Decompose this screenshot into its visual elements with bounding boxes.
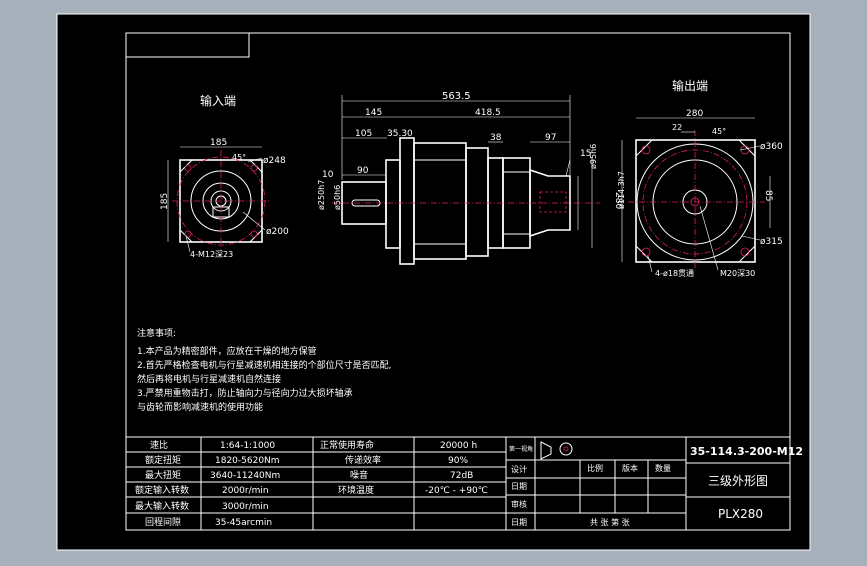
projection-label: 第一视角 bbox=[509, 445, 533, 453]
dim-185-width: 185 bbox=[210, 138, 227, 148]
output-end-view: 输出端 280 22 45° ø360 280 85 ø315 4-ø18贯通 … bbox=[613, 78, 783, 278]
dim-105: 105 bbox=[355, 129, 372, 139]
spec-cell: 传递效率 bbox=[345, 454, 381, 466]
model-number: PLX280 bbox=[718, 507, 763, 521]
dim-shaft-out: ø95h6 bbox=[589, 144, 598, 169]
spec-cell: 20000 h bbox=[440, 441, 477, 451]
spec-cell: 正常使用寿命 bbox=[320, 439, 374, 451]
projection-circle-icon bbox=[559, 442, 573, 456]
projection-symbol-icon bbox=[540, 441, 552, 460]
notes-heading: 注意事项: bbox=[137, 327, 176, 339]
spec-cell: 3000r/min bbox=[222, 502, 269, 512]
tb-row-label: 设计 bbox=[511, 464, 527, 474]
side-view: 563.5 145 418.5 105 35.30 38 97 10 90 15… bbox=[317, 91, 626, 265]
dim-d315: ø315 bbox=[760, 237, 783, 247]
dim-angle-45-output: 45° bbox=[712, 127, 726, 136]
note-line: 然后再将电机与行星减速机自然连接 bbox=[137, 373, 281, 385]
input-end-view: 输入端 185 185 ø248 45° ø200 4-M12深23 bbox=[160, 93, 289, 259]
tb-row-label: 审核 bbox=[511, 499, 527, 509]
note-line: 2.首先严格检查电机与行星减速机相连接的个部位尺寸是否匹配, bbox=[137, 359, 391, 371]
dim-flange-in: ø250h7 bbox=[317, 180, 326, 210]
dim-input-holes: 4-M12深23 bbox=[190, 250, 233, 259]
dim-15: 15 bbox=[580, 149, 591, 159]
dim-90: 90 bbox=[357, 166, 369, 176]
tb-qty-label: 数量 bbox=[655, 463, 671, 473]
note-line: 1.本产品为精密部件，应放在干燥的地方保管 bbox=[137, 345, 317, 357]
spec-cell: 额定输入转数 bbox=[135, 484, 189, 496]
spec-cell: -20℃ - +90℃ bbox=[425, 486, 488, 496]
dim-280-width: 280 bbox=[686, 109, 703, 119]
dim-38: 38 bbox=[490, 133, 502, 143]
dim-85: 85 bbox=[763, 190, 773, 201]
spec-table: 速比 1:64-1:1000 正常使用寿命 20000 h 额定扭矩 1820-… bbox=[125, 436, 507, 531]
spec-cell: 回程间隙 bbox=[145, 516, 181, 528]
tb-page-label: 版本 bbox=[622, 463, 638, 473]
tb-sheet-label: 共 张 第 张 bbox=[590, 517, 630, 527]
dim-d360: ø360 bbox=[760, 142, 783, 152]
spec-cell: 72dB bbox=[450, 471, 473, 481]
dim-280-height: 280 bbox=[613, 192, 623, 209]
dim-145: 145 bbox=[365, 108, 382, 118]
tb-ratio-label: 比例 bbox=[587, 463, 603, 473]
spec-cell: 2000r/min bbox=[222, 486, 269, 496]
part-name: 三级外形图 bbox=[708, 474, 768, 488]
corner-label-box bbox=[125, 32, 250, 58]
spec-cell: 速比 bbox=[150, 439, 168, 451]
spec-cell: 3640-11240Nm bbox=[210, 471, 280, 481]
spec-cell: 最大扭矩 bbox=[145, 469, 181, 481]
dim-d200: ø200 bbox=[266, 227, 289, 237]
drawing-sheet bbox=[56, 13, 811, 551]
dim-185-height: 185 bbox=[160, 193, 170, 210]
spec-cell: 1:64-1:1000 bbox=[220, 441, 275, 451]
note-line: 3.严禁用重物击打，防止轴向力与径向力过大损坏轴承 bbox=[137, 387, 353, 399]
output-flange bbox=[635, 139, 756, 263]
output-view-title: 输出端 bbox=[672, 78, 708, 93]
spec-cell: 90% bbox=[448, 456, 468, 466]
dim-d248: ø248 bbox=[263, 156, 286, 166]
spec-cell: 额定扭矩 bbox=[145, 454, 181, 466]
spec-cell: 噪音 bbox=[350, 469, 368, 481]
dim-shaft-in: ø50h6 bbox=[333, 185, 342, 210]
dim-35-30: 35.30 bbox=[387, 129, 413, 139]
dim-10: 10 bbox=[322, 170, 334, 180]
output-shaft bbox=[529, 168, 571, 238]
drawing-number: 35-114.3-200-M12 bbox=[690, 445, 803, 458]
dim-output-holes: 4-ø18贯通 bbox=[655, 268, 694, 278]
tb-row-label: 日期 bbox=[511, 518, 527, 527]
notes: 注意事项: 1.本产品为精密部件，应放在干燥的地方保管 2.首先严格检查电机与行… bbox=[137, 327, 391, 413]
dim-97: 97 bbox=[545, 133, 556, 143]
note-line: 与齿轮而影响减速机的使用功能 bbox=[137, 401, 263, 413]
spec-cell: 最大输入转数 bbox=[135, 500, 189, 512]
dim-22: 22 bbox=[672, 123, 682, 132]
spec-cell: 1820-5620Nm bbox=[215, 456, 280, 466]
spec-cell: 35-45arcmin bbox=[215, 518, 272, 528]
title-block: 第一视角 设计 日期 审核 日期 比例 版本 数量 共 张 第 张 35-114… bbox=[505, 436, 803, 531]
dim-flange-out: ø114.3h7 bbox=[617, 171, 626, 209]
input-view-title: 输入端 bbox=[200, 93, 236, 108]
dim-total-length: 563.5 bbox=[442, 91, 471, 102]
spec-cell: 环境温度 bbox=[338, 484, 374, 496]
tb-row-label: 日期 bbox=[511, 482, 527, 491]
dim-418-5: 418.5 bbox=[475, 108, 501, 118]
dim-angle-45-input: 45° bbox=[232, 153, 246, 162]
dim-output-tap: M20深30 bbox=[720, 269, 755, 278]
